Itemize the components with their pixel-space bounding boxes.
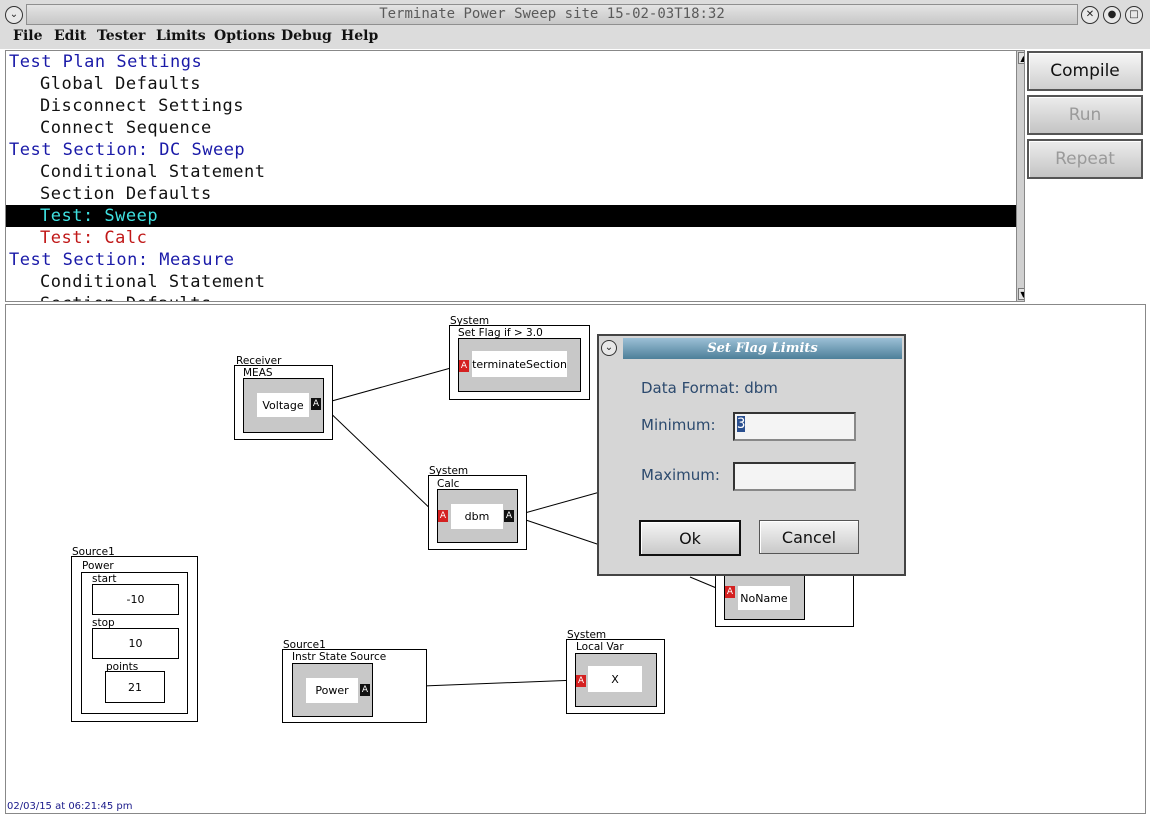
minimum-input[interactable]: 3 xyxy=(733,412,856,441)
test-plan-tree[interactable]: Test Plan Settings Global Defaults Disco… xyxy=(5,50,1025,302)
setflag-node[interactable]: Set Flag if > 3.0 terminateSection xyxy=(449,325,590,400)
input-port[interactable]: A xyxy=(725,586,735,598)
node-title: Set Flag if > 3.0 xyxy=(458,327,543,339)
node-field: NoName xyxy=(738,586,790,610)
data-format-label: Data Format: dbm xyxy=(641,379,778,397)
node-field: terminateSection xyxy=(472,351,567,377)
node-title: Instr State Source xyxy=(292,651,387,663)
window-menu-icon[interactable]: ⌄ xyxy=(5,6,23,24)
stop-label: stop xyxy=(92,617,115,629)
ok-button[interactable]: Ok xyxy=(639,520,741,556)
cancel-button[interactable]: Cancel xyxy=(759,520,859,554)
tree-item[interactable]: Test Section: Measure xyxy=(9,250,235,270)
node-body: start -10 stop 10 points 21 xyxy=(81,572,188,714)
node-field: dbm xyxy=(451,504,503,529)
input-port[interactable]: A xyxy=(576,675,586,687)
tree-item[interactable]: Test Plan Settings xyxy=(9,52,203,72)
minimize-icon[interactable]: ● xyxy=(1103,6,1121,24)
minimum-value: 3 xyxy=(737,416,746,432)
run-button[interactable]: Run xyxy=(1027,95,1143,135)
set-flag-limits-dialog: ⌄ Set Flag Limits Data Format: dbm Minim… xyxy=(597,334,906,576)
connection-voltage-calc xyxy=(320,403,439,517)
output-port[interactable]: A xyxy=(360,684,370,696)
stop-field[interactable]: 10 xyxy=(92,628,179,659)
tree-item[interactable]: Conditional Statement xyxy=(40,272,266,292)
node-title: MEAS xyxy=(243,367,273,379)
menu-debug[interactable]: Debug xyxy=(281,28,332,44)
menu-options[interactable]: Options xyxy=(214,28,276,44)
dialog-title[interactable]: Set Flag Limits xyxy=(623,338,902,359)
connection-calc-out-1 xyxy=(513,491,601,517)
tree-item[interactable]: Section Defaults xyxy=(40,184,212,204)
window-titlebar: ⌄ Terminate Power Sweep site 15-02-03T18… xyxy=(0,0,1150,29)
node-field: Voltage xyxy=(257,393,309,417)
start-label: start xyxy=(92,573,117,585)
points-label: points xyxy=(106,661,139,673)
instr-state-node[interactable]: Instr State Source Power xyxy=(282,649,427,723)
node-body: terminateSection xyxy=(458,338,581,392)
menu-edit[interactable]: Edit xyxy=(54,28,87,44)
tree-item[interactable]: Section Defaults xyxy=(6,293,1024,301)
minimum-label: Minimum: xyxy=(641,416,716,434)
dialog-menu-icon[interactable]: ⌄ xyxy=(601,340,617,356)
node-field: Power xyxy=(306,678,358,703)
tree-item[interactable]: Conditional Statement xyxy=(40,162,266,182)
tree-item-selected[interactable]: Test: Sweep xyxy=(6,205,1024,227)
tree-item[interactable]: Test Section: DC Sweep xyxy=(9,140,246,160)
menu-limits[interactable]: Limits xyxy=(156,28,206,44)
node-group-label: System xyxy=(567,629,607,641)
menu-file[interactable]: File xyxy=(13,28,43,44)
output-port[interactable]: A xyxy=(311,398,321,410)
repeat-button[interactable]: Repeat xyxy=(1027,139,1143,179)
status-timestamp: 02/03/15 at 06:21:45 pm xyxy=(7,801,133,812)
maximum-input[interactable] xyxy=(733,462,856,491)
tree-item[interactable]: Global Defaults xyxy=(40,74,202,94)
node-group-label: System xyxy=(429,465,469,477)
input-port[interactable]: A xyxy=(438,510,448,522)
node-field: X xyxy=(588,666,642,692)
tree-scrollbar[interactable]: ▲ ▼ xyxy=(1016,51,1024,301)
window-title: Terminate Power Sweep site 15-02-03T18:3… xyxy=(379,6,725,22)
node-title: Power xyxy=(82,560,114,572)
tree-item[interactable]: Test: Calc xyxy=(40,228,148,248)
node-group-label: Source1 xyxy=(72,546,115,558)
node-group-label: Source1 xyxy=(283,639,326,651)
node-group-label: Receiver xyxy=(236,355,282,367)
close-icon[interactable]: ✕ xyxy=(1081,6,1099,24)
connection-calc-out-2 xyxy=(513,515,601,546)
points-field[interactable]: 21 xyxy=(105,671,165,703)
menu-tester[interactable]: Tester xyxy=(97,28,146,44)
compile-button[interactable]: Compile xyxy=(1027,51,1143,91)
scroll-up-icon[interactable]: ▲ xyxy=(1018,52,1024,64)
node-body: NoName xyxy=(724,575,805,620)
tree-item[interactable]: Connect Sequence xyxy=(40,118,212,138)
maximize-icon[interactable]: □ xyxy=(1125,6,1143,24)
node-title: Local Var xyxy=(576,641,624,653)
menu-bar: File Edit Tester Limits Options Debug He… xyxy=(0,27,1150,49)
input-port[interactable]: A xyxy=(459,360,469,372)
connection-voltage-setflag xyxy=(320,365,459,405)
output-port[interactable]: A xyxy=(504,510,514,522)
scroll-down-icon[interactable]: ▼ xyxy=(1018,288,1024,300)
node-body: X xyxy=(575,653,657,707)
maximum-label: Maximum: xyxy=(641,466,720,484)
node-body: Power xyxy=(292,663,373,717)
tree-item[interactable]: Disconnect Settings xyxy=(40,96,244,116)
title-bar[interactable]: Terminate Power Sweep site 15-02-03T18:3… xyxy=(26,4,1078,25)
menu-help[interactable]: Help xyxy=(341,28,379,44)
node-body: Voltage xyxy=(243,378,324,433)
source-power-node[interactable]: Power start -10 stop 10 points 21 xyxy=(71,556,198,722)
node-group-label: System xyxy=(450,315,490,327)
node-title: Calc xyxy=(437,478,460,490)
start-field[interactable]: -10 xyxy=(92,584,179,615)
